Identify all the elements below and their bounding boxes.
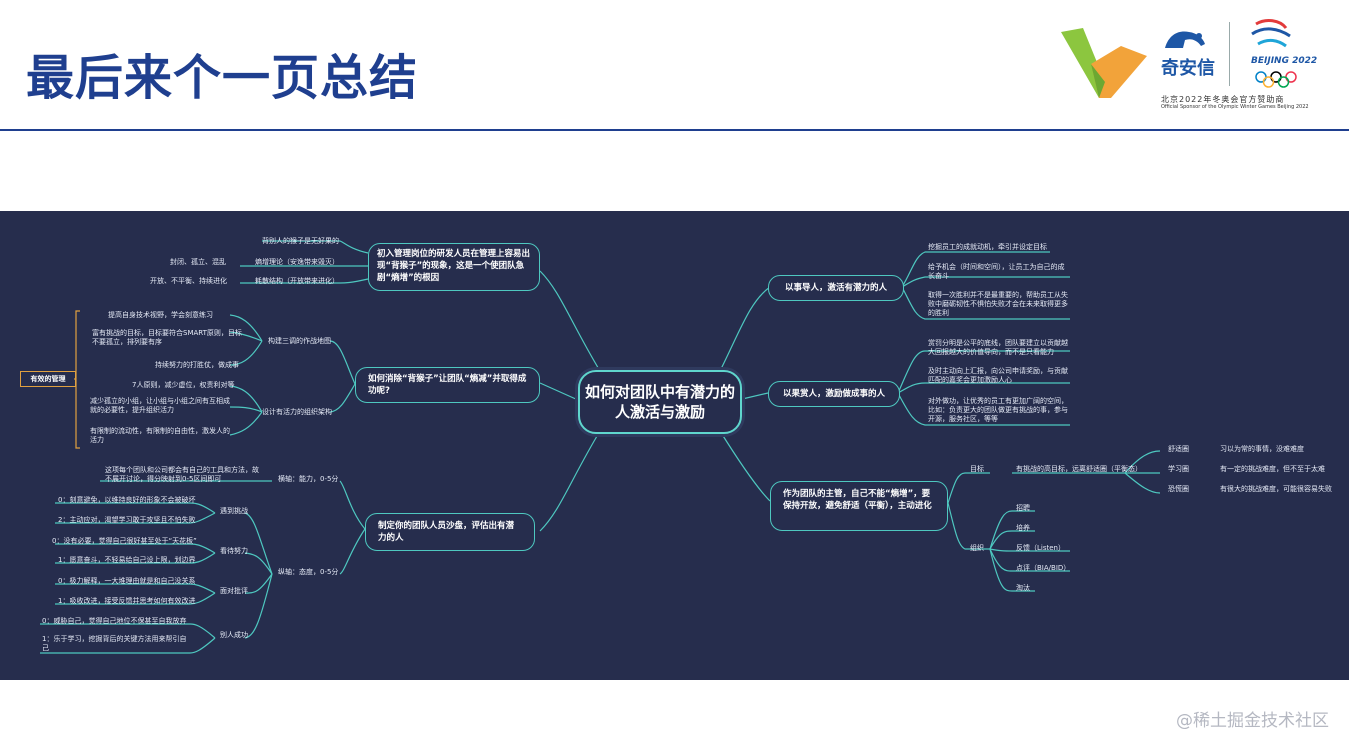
right2-item-3: 对外做功，让优秀的员工有更加广阔的空间，比如：负责更大的团队做更有挑战的事，参与… bbox=[928, 397, 1068, 423]
left2-b-item-3: 有限制的流动性，有限制的自由性，激发人的活力 bbox=[90, 427, 230, 444]
mindmap-center: 如何对团队中有潜力的人激活与激励 bbox=[578, 370, 742, 434]
right1-item-1: 挖掘员工的成就动机，牵引并设定目标 bbox=[928, 243, 1047, 251]
logo-area: 奇安信 BEIJING 2022 北京2022年冬奥会官方赞助商 Officia… bbox=[1061, 14, 1331, 114]
right3-zone-3: 恐慌圈 bbox=[1168, 485, 1189, 493]
right3-zone-1: 舒适圈 bbox=[1168, 445, 1189, 453]
left3-group-1: 遇到挑战 bbox=[220, 507, 248, 515]
left2-branch-b: 设计有活力的组织架构 bbox=[262, 408, 332, 416]
left2-a-item-2: 富有挑战的目标，目标要符合SMART原则，目标不要孤立，排列要有序 bbox=[92, 329, 242, 346]
brand-text: 奇安信 bbox=[1161, 58, 1215, 79]
right3-goal-item: 有挑战的高目标，远离舒适圈（平衡态） bbox=[1016, 465, 1142, 473]
logo-divider bbox=[1229, 22, 1230, 86]
left3-g2-item-1: 0：没有必要，觉得自己很好甚至处于“天花板” bbox=[52, 537, 197, 545]
tiger-icon bbox=[1165, 31, 1205, 48]
right1-item-3: 取得一次胜利并不是最重要的，帮助员工从失败中磨砺韧性不惧怕失败才会在未来取得更多… bbox=[928, 291, 1068, 317]
left1-item-3: 耗散结构（开放带来进化） bbox=[255, 277, 339, 285]
title-divider bbox=[0, 129, 1349, 131]
left1-item-2: 熵增理论（安逸带来毁灭） bbox=[255, 258, 339, 266]
right3-zone-3-desc: 有很大的挑战难度，可能很容易失败 bbox=[1220, 485, 1332, 493]
left3-attitude: 纵轴：态度，0-5分 bbox=[278, 568, 339, 576]
left1-box: 初入管理岗位的研发人员在管理上容易出现“背猴子”的现象，这是一个使团队急剧“熵增… bbox=[368, 243, 540, 291]
left2-tag: 有效的管理 bbox=[20, 371, 76, 387]
right3-org-1: 招聘 bbox=[1016, 504, 1030, 512]
left3-group-4: 别人成功 bbox=[220, 631, 248, 639]
right1-item-2: 给予机会（时间和空间），让员工为自己的成长奋斗 bbox=[928, 263, 1065, 280]
right3-org-5: 淘汰 bbox=[1016, 584, 1030, 592]
olympic-rings-icon bbox=[1255, 71, 1297, 88]
right3-goal: 目标 bbox=[970, 465, 984, 473]
right3-zone-2-desc: 有一定的挑战难度，但不至于太难 bbox=[1220, 465, 1325, 473]
left2-b-item-1: 7人原则，减少虚位，权责利对等 bbox=[132, 381, 235, 389]
right3-org-2: 培养 bbox=[1016, 524, 1030, 532]
sponsor-en: Official Sponsor of the Olympic Winter G… bbox=[1161, 104, 1309, 110]
v-logo-icon bbox=[1061, 28, 1147, 98]
right3-org-4: 点评（BIA/BID） bbox=[1016, 564, 1071, 572]
left3-g3-item-1: 0：极力解释，一大堆理由就是和自己没关系 bbox=[58, 577, 196, 585]
left3-group-2: 看待努力 bbox=[220, 547, 248, 555]
left3-g1-item-1: 0：刻意避免，以维持良好的形象不会被破坏 bbox=[58, 496, 196, 504]
right3-org: 组织 bbox=[970, 544, 984, 552]
mindmap-connectors bbox=[40, 240, 1161, 654]
left3-g3-item-2: 1：吸收改进，接受反馈并思考如何有效改进 bbox=[58, 597, 196, 605]
left3-g1-item-2: 2：主动应对，渴望学习敢于攻坚且不怕失败 bbox=[58, 516, 196, 524]
left3-ability-note: 这项每个团队和公司都会有自己的工具和方法，故不展开讨论，得分映射到0-5区间即可 bbox=[105, 466, 259, 483]
left3-g4-item-2: 1：乐于学习，挖掘背后的关键方法用来帮引自己 bbox=[42, 635, 187, 652]
left3-g2-item-2: 1：愿意奋斗，不轻易给自己设上限，划边界 bbox=[58, 556, 196, 564]
right1-box: 以事导人，激活有潜力的人 bbox=[768, 275, 904, 301]
right3-org-3: 反馈（Listen） bbox=[1016, 544, 1065, 552]
left3-box: 制定你的团队人员沙盘，评估出有潜力的人 bbox=[365, 513, 535, 551]
left2-a-item-3: 持续努力的打胜仗，做成事 bbox=[155, 361, 239, 369]
page-title: 最后来个一页总结 bbox=[26, 50, 419, 106]
left1-note-1: 封闭、孤立、混乱 bbox=[170, 258, 226, 266]
left2-branch-a: 构建三调的作战地图 bbox=[268, 337, 331, 345]
left3-ability: 横轴：能力，0-5分 bbox=[278, 475, 339, 483]
right2-box: 以果赏人，激励做成事的人 bbox=[768, 381, 900, 407]
right3-box: 作为团队的主管，自己不能“熵增”，要保持开放，避免舒适（平衡），主动进化 bbox=[770, 481, 948, 531]
watermark: @稀土掘金技术社区 bbox=[1176, 711, 1329, 731]
right3-zone-1-desc: 习以为常的事情，没难难度 bbox=[1220, 445, 1304, 453]
left3-group-3: 面对批评 bbox=[220, 587, 248, 595]
right3-zone-2: 学习圈 bbox=[1168, 465, 1189, 473]
left3-g4-item-1: 0：威胁自己，觉得自己地位不保甚至自我放弃 bbox=[42, 617, 187, 625]
beijing-2022-emblem-icon bbox=[1251, 19, 1291, 48]
mindmap: 如何对团队中有潜力的人激活与激励 初入管理岗位的研发人员在管理上容易出现“背猴子… bbox=[0, 211, 1349, 680]
left1-note-2: 开放、不平衡、持续进化 bbox=[150, 277, 227, 285]
left2-a-item-1: 提高自身技术视野，学会刻意练习 bbox=[108, 311, 213, 319]
right2-item-1: 赏罚分明是公平的底线，团队要建立以贡献越大回报越大的价值导向，而不是只看能力 bbox=[928, 339, 1068, 356]
right2-item-2: 及时主动向上汇报，向公司申请奖励，与贡献匹配的嘉奖会更加激励人心 bbox=[928, 367, 1068, 384]
left1-item-1: 背别人的猴子是无好果的 bbox=[262, 237, 339, 245]
beijing-2022-text: BEIJING 2022 bbox=[1251, 56, 1318, 66]
left2-box: 如何消除“背猴子”让团队“熵减”并取得成功呢? bbox=[355, 367, 540, 403]
left2-b-item-2: 减少孤立的小组，让小组与小组之间有互相成就的必要性，提升组织活力 bbox=[90, 397, 230, 414]
sponsor-cn: 北京2022年冬奥会官方赞助商 bbox=[1161, 95, 1285, 104]
